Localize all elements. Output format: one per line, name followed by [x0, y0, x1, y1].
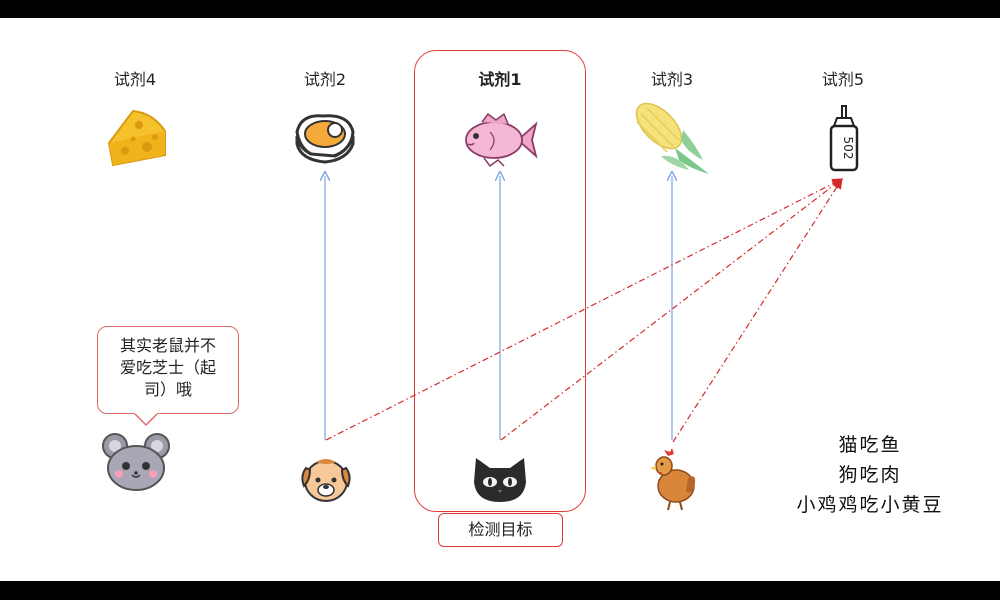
detection-target-label: 检测目标: [438, 513, 563, 547]
note-line-1: 猫吃鱼: [838, 434, 902, 456]
detection-target-box: [414, 50, 586, 512]
reagent-label-4: 试剂4: [113, 70, 157, 89]
fish-icon: [465, 112, 538, 168]
reagent-label-1: 试剂1: [478, 70, 522, 89]
cheese-icon: [107, 109, 166, 167]
reagent-label-3: 试剂3: [650, 70, 694, 89]
bubble-tail: [134, 413, 159, 427]
arrow-chicken-to-reagent5: [672, 177, 843, 443]
glue-bottle-icon: 502: [829, 105, 859, 172]
corn-icon: [635, 102, 709, 174]
speech-bubble: 其实老鼠并不 爱吃芝士（起 司）哦: [97, 326, 239, 414]
arrow-dog-to-reagent5: [325, 178, 844, 441]
reagent-label-2: 试剂2: [303, 70, 347, 89]
note-line-3: 小鸡鸡吃小黄豆: [796, 494, 944, 516]
reagent-label-5: 试剂5: [821, 70, 865, 89]
slide: 试剂4 试剂2 试剂1 试剂3 试剂5: [0, 18, 1000, 581]
bubble-line-1: 其实老鼠并不: [119, 336, 216, 355]
mouse-icon: [102, 433, 170, 491]
arrows-layer: [0, 18, 844, 443]
arrow-cat-to-reagent5: [500, 178, 843, 441]
steak-icon: [295, 114, 355, 164]
bubble-line-3: 司）哦: [143, 380, 192, 399]
note-line-2: 狗吃肉: [838, 464, 902, 486]
glue-bottle-label: 502: [841, 137, 855, 160]
chicken-icon: [650, 448, 696, 511]
note-text: 猫吃鱼 狗吃肉 小鸡鸡吃小黄豆: [780, 430, 960, 520]
cat-icon: [474, 458, 526, 502]
dog-icon: [301, 459, 351, 502]
bubble-line-2: 爱吃芝士（起: [119, 358, 216, 377]
